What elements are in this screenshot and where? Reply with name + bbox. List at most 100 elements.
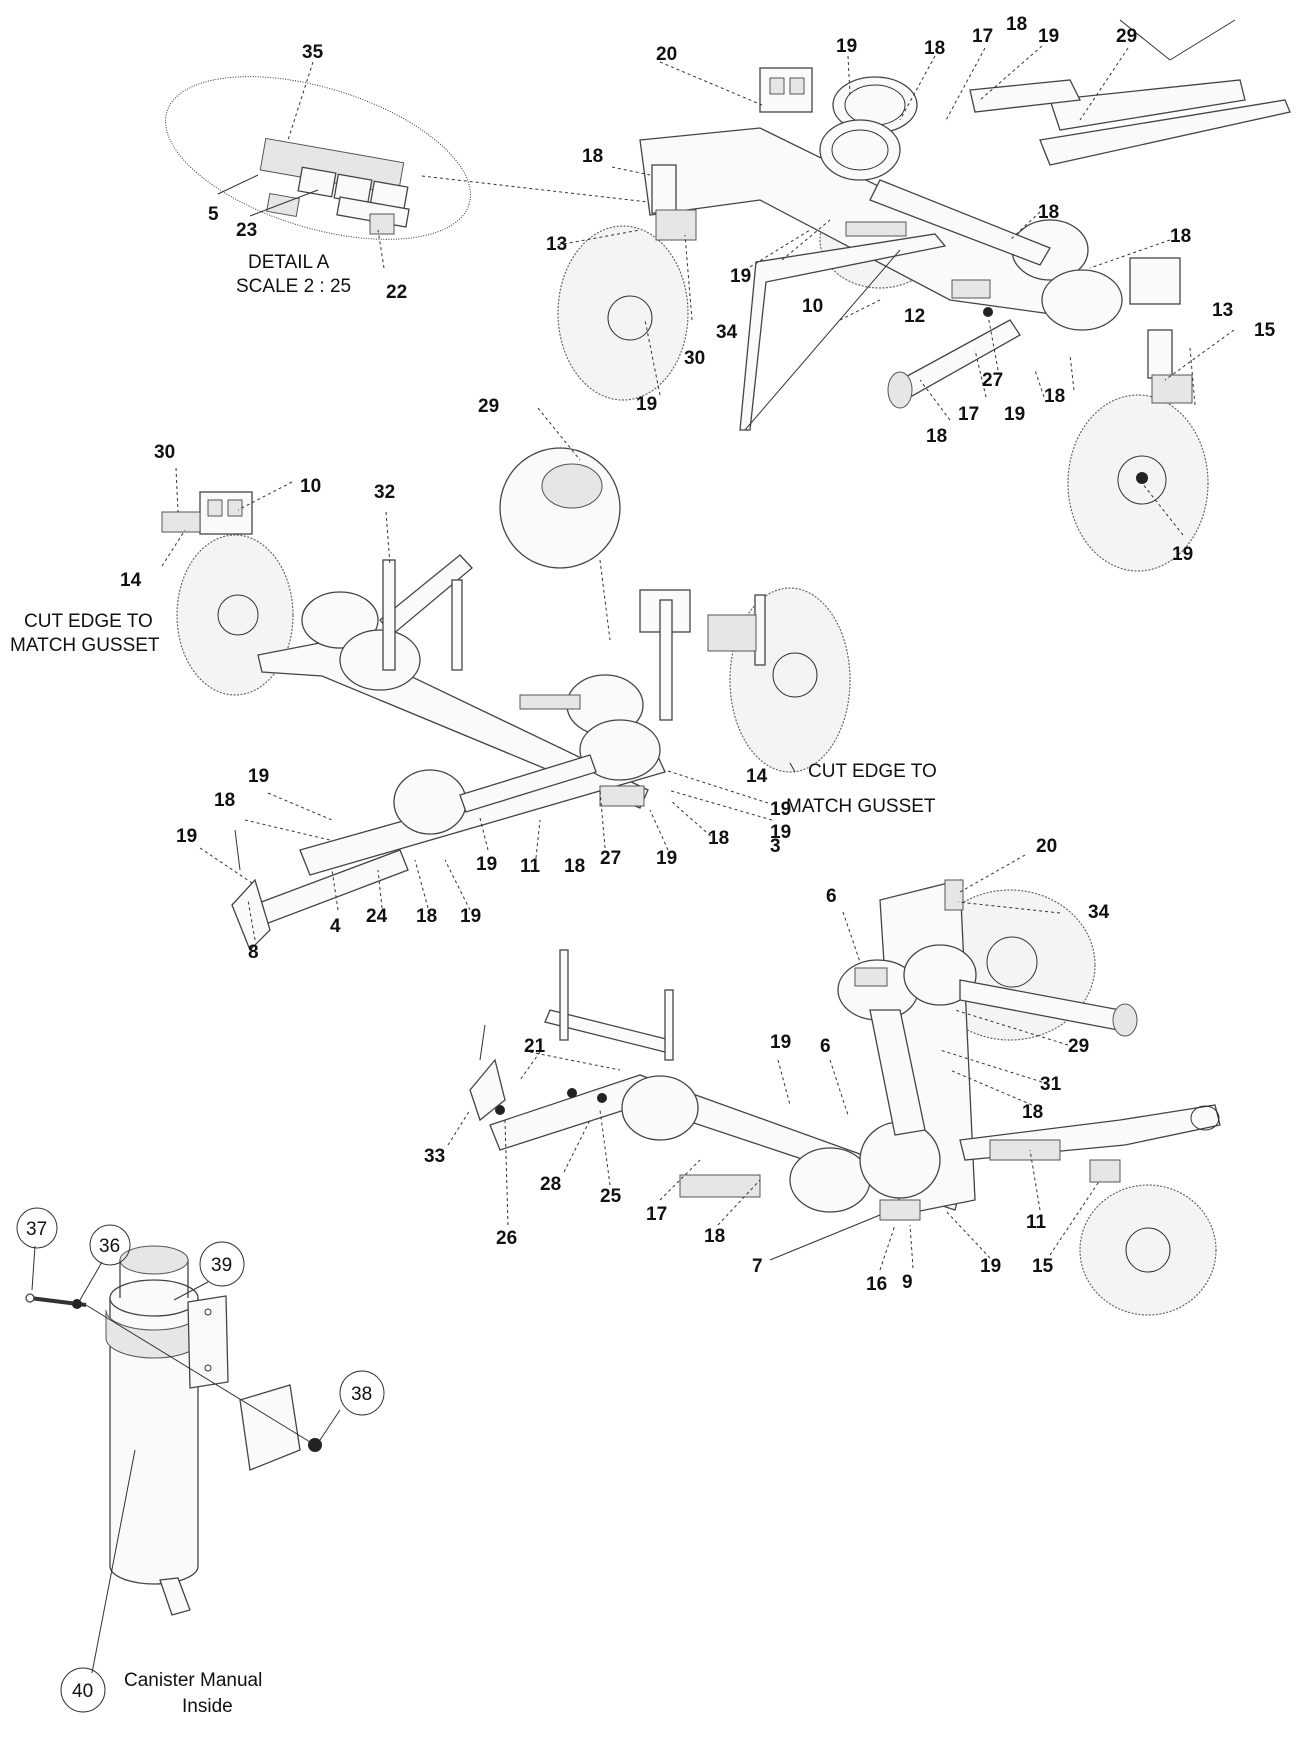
callout-9: 9	[902, 1272, 913, 1293]
callout-19-wheel: 19	[1172, 544, 1193, 565]
view-1-tongue	[739, 233, 947, 431]
callout-18-v2-b: 18	[708, 828, 729, 849]
callout-18-mid-b: 18	[926, 426, 947, 447]
canister-note-line1: Canister Manual	[124, 1670, 262, 1691]
callout-19-top-b: 19	[1038, 26, 1059, 47]
callout-17-mid: 17	[958, 404, 979, 425]
callout-7: 7	[752, 1256, 763, 1277]
canister-bottom-tab	[159, 1577, 191, 1616]
callout-18-right-a: 18	[1038, 202, 1059, 223]
callout-32: 32	[374, 482, 395, 503]
callout-19-v2-b: 19	[770, 799, 791, 820]
callout-39: 39	[211, 1255, 232, 1276]
callout-30-mid: 30	[154, 442, 175, 463]
callout-13-left: 13	[546, 234, 567, 255]
callout-15-top: 15	[1254, 320, 1276, 341]
callout-36: 36	[99, 1236, 120, 1257]
callout-3: 3	[770, 836, 781, 857]
callout-8: 8	[248, 942, 259, 963]
callout-18-mid-a: 18	[1044, 386, 1065, 407]
view-2-driveshaft-lower	[459, 754, 597, 813]
view-2-gearbox-left	[199, 491, 253, 535]
view-3-vertical-driveshaft	[869, 1009, 926, 1136]
view-1-assembly	[557, 19, 1291, 572]
callout-13-right: 13	[1212, 300, 1233, 321]
callout-29-top: 29	[1116, 26, 1137, 47]
callout-18-v2-c: 18	[564, 856, 585, 877]
detail-a: DETAIL A SCALE 2 : 25	[165, 76, 701, 297]
callout-19-v2-a: 19	[248, 766, 269, 787]
canister-bracket	[239, 1384, 301, 1471]
callout-24: 24	[366, 906, 388, 927]
view-1-driveline-shield-4	[1041, 269, 1123, 331]
callout-labels: 35 5 23 22 20 19 18 17 18 19 29 18 13 18…	[120, 14, 1276, 1295]
callout-19-v2-d: 19	[476, 854, 497, 875]
callout-40-circle	[60, 1667, 106, 1713]
view-3-main-frame	[489, 1074, 961, 1211]
view-2-driveline-shield-5	[393, 769, 467, 835]
callout-20-top: 20	[656, 44, 677, 65]
callout-23: 23	[236, 220, 257, 241]
view-2-upright-post	[382, 559, 396, 671]
callout-37-circle	[16, 1207, 58, 1249]
callout-19-v2-f: 19	[460, 906, 481, 927]
view-2-assembly	[161, 447, 851, 952]
view-1-wheel-post-left	[651, 164, 677, 214]
callout-14-left: 14	[120, 570, 142, 591]
callout-22: 22	[386, 282, 407, 303]
callout-15-v3: 15	[1032, 1256, 1054, 1277]
notes: CUT EDGE TO MATCH GUSSET CUT EDGE TO MAT…	[10, 611, 937, 1717]
view-2-driveline-shield-2	[339, 629, 421, 691]
canister-mount-plate	[187, 1295, 229, 1389]
callout-19-v3-b: 19	[980, 1256, 1001, 1277]
view-1-left-tire	[557, 225, 689, 401]
cut-edge-note-right-line1: CUT EDGE TO	[808, 761, 937, 782]
callout-17-top: 17	[972, 26, 993, 47]
callout-10-mid: 10	[300, 476, 321, 497]
callout-19-mid-b: 19	[636, 394, 657, 415]
callout-18-v2-a: 18	[214, 790, 235, 811]
callout-34-v3: 34	[1088, 902, 1110, 923]
callout-29-mid: 29	[478, 396, 499, 417]
callout-37: 37	[26, 1219, 47, 1240]
callout-33: 33	[424, 1146, 445, 1167]
view-1-driveshaft-upper	[969, 79, 1081, 113]
callout-40: 40	[72, 1681, 93, 1702]
callout-19-v3-a: 19	[770, 1032, 791, 1053]
callout-16: 16	[866, 1274, 887, 1295]
callout-38-circle	[339, 1370, 385, 1416]
detail-a-title-line2: SCALE 2 : 25	[236, 276, 351, 297]
canister-nut	[308, 1438, 322, 1452]
canister-lock-washer	[72, 1299, 82, 1309]
canister-cap	[109, 1279, 199, 1317]
view-1-driveline-shield-2	[819, 119, 901, 181]
circled-callouts: 37 36 39 38 40	[16, 1207, 385, 1713]
callout-11-v3: 11	[1026, 1212, 1047, 1233]
callout-25: 25	[600, 1186, 622, 1207]
callout-12: 12	[904, 306, 925, 327]
view-3-driveline-shield-4	[903, 944, 977, 1006]
cut-edge-note-left-line1: CUT EDGE TO	[24, 611, 153, 632]
view-1-right-tire	[1067, 394, 1209, 572]
cut-edge-note-right-line2: MATCH GUSSET	[786, 796, 936, 817]
view-3-assembly	[469, 879, 1221, 1316]
callout-18-top-b: 18	[1006, 14, 1027, 35]
callout-4: 4	[330, 916, 341, 937]
callout-5: 5	[208, 204, 219, 225]
callout-21: 21	[524, 1036, 546, 1057]
view-1-hitch-arm	[1039, 99, 1291, 166]
view-1-rear-arm	[1049, 79, 1246, 131]
callout-19-mid-a: 19	[730, 266, 751, 287]
callout-31: 31	[1040, 1074, 1062, 1095]
view-2-driveline-shield-4	[579, 719, 661, 781]
callout-18-left-a: 18	[582, 146, 603, 167]
callout-18-v3-b: 18	[704, 1226, 725, 1247]
callout-38: 38	[351, 1384, 372, 1405]
view-1-gearbox-right	[1129, 257, 1181, 305]
callout-19-mid-c: 19	[1004, 404, 1025, 425]
callout-36-circle	[89, 1224, 131, 1266]
callout-19-v2-g: 19	[770, 822, 791, 843]
canister-note-line2: Inside	[182, 1696, 233, 1717]
canister-body	[109, 1298, 199, 1585]
